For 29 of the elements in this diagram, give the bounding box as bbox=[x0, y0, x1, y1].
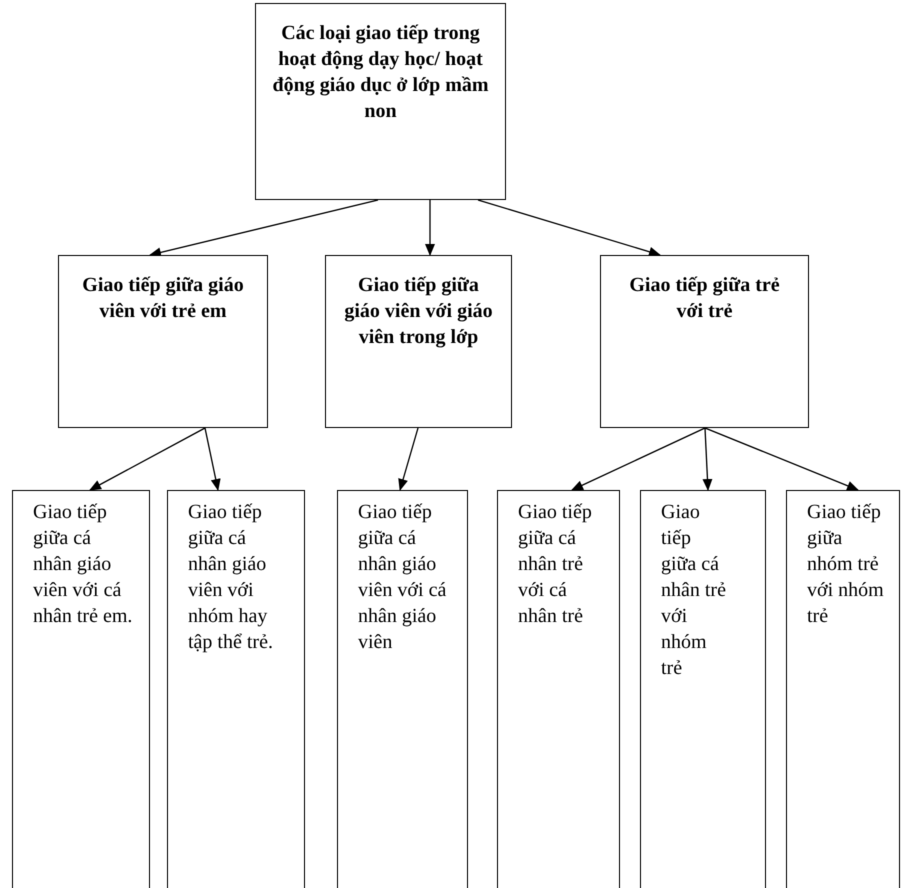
arrow bbox=[478, 199, 661, 257]
category-box bbox=[255, 3, 506, 200]
leaf-box bbox=[786, 490, 900, 888]
leaf-box bbox=[640, 490, 766, 888]
leaf-box bbox=[337, 490, 468, 888]
leaf-box bbox=[12, 490, 150, 888]
arrow bbox=[204, 428, 221, 491]
category-box bbox=[325, 255, 512, 428]
box-text: Giao tiếp giữa nhóm trẻ với nhóm trẻ bbox=[807, 500, 885, 629]
arrow bbox=[89, 427, 206, 491]
leaf-box bbox=[167, 490, 305, 888]
category-box bbox=[600, 255, 809, 428]
box-text: Giao tiếp giữa cá nhân giáo viên với cá nhân trẻ em. bbox=[33, 500, 133, 629]
arrow bbox=[149, 199, 378, 258]
arrow bbox=[704, 427, 859, 491]
category-box bbox=[58, 255, 268, 428]
arrow bbox=[398, 428, 419, 491]
arrow bbox=[425, 200, 435, 256]
arrow bbox=[571, 427, 706, 491]
box-heading: Các loại giao tiếp trong hoạt động dạy học/ hoạt động giáo dục ở lớp mầm non bbox=[272, 21, 489, 124]
leaf-box bbox=[497, 490, 620, 888]
arrow bbox=[702, 428, 712, 491]
box-heading: Giao tiếp giữa trẻ với trẻ bbox=[628, 273, 781, 324]
box-text: Giao tiếp giữa cá nhân trẻ với cá nhân trẻ bbox=[518, 500, 593, 629]
box-heading: Giao tiếp giữa giáo viên với trẻ em bbox=[81, 273, 245, 324]
box-text: Giao tiếp giữa cá nhân giáo viên với nhóm hay tập thể trẻ. bbox=[188, 500, 274, 655]
box-heading: Giao tiếp giữa giáo viên với giáo viên trong lớp bbox=[343, 273, 494, 350]
box-text: Giao tiếp giữa cá nhân giáo viên với cá nhân giáo viên bbox=[358, 500, 448, 655]
box-text: Giao tiếp giữa cá nhân trẻ với nhóm trẻ bbox=[661, 500, 727, 681]
